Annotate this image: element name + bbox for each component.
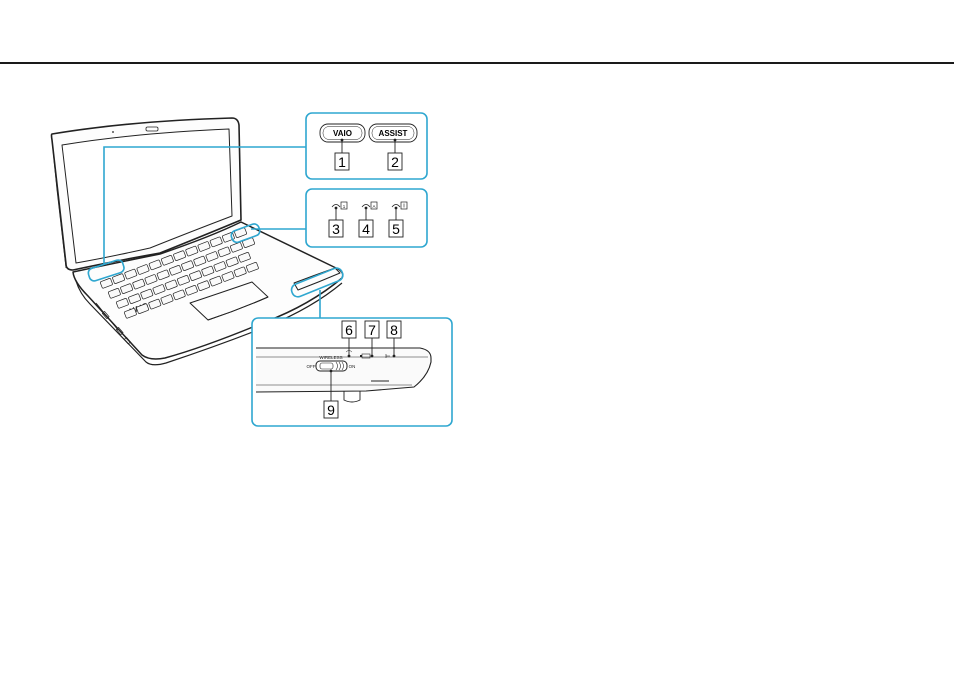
svg-text:A: A xyxy=(372,204,375,209)
panel-buttons: VAIO ASSIST 1 2 xyxy=(306,113,427,179)
callout-5: 5 xyxy=(392,221,400,237)
callout-9: 9 xyxy=(327,402,335,418)
panel-indicators: 1 3 A 4 5 xyxy=(306,189,427,247)
callout-1: 1 xyxy=(338,154,346,170)
panel-front-edge: WIRELESS OFF ON 6 7 8 9 xyxy=(252,318,452,426)
callout-2: 2 xyxy=(391,154,399,170)
callout-8: 8 xyxy=(390,322,398,338)
switch-off-label: OFF xyxy=(307,364,316,369)
switch-on-label: ON xyxy=(349,364,356,369)
callout-4: 4 xyxy=(362,221,370,237)
switch-name-label: WIRELESS xyxy=(319,355,342,360)
callout-6: 6 xyxy=(345,322,353,338)
assist-button-label: ASSIST xyxy=(379,129,408,138)
vaio-button-label: VAIO xyxy=(333,129,352,138)
callout-7: 7 xyxy=(368,322,376,338)
callout-3: 3 xyxy=(332,221,340,237)
